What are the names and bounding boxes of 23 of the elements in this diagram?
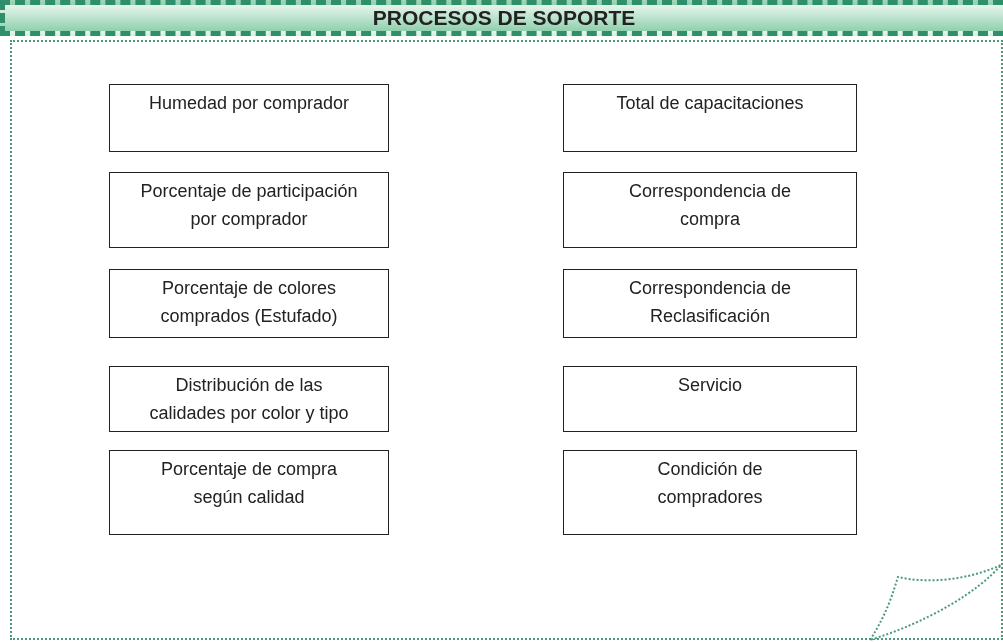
dotted-panel bbox=[10, 40, 1003, 640]
title-text: PROCESOS DE SOPORTE bbox=[372, 6, 636, 30]
box-label: Porcentaje de participación por comprador bbox=[139, 180, 359, 231]
box-label: Total de capacitaciones bbox=[615, 92, 805, 115]
process-box bbox=[109, 450, 389, 535]
box-label: Porcentaje de compra según calidad bbox=[159, 458, 339, 509]
process-box bbox=[563, 450, 857, 535]
process-box bbox=[109, 366, 389, 432]
box-label: Porcentaje de colores comprados (Estufado) bbox=[159, 277, 339, 328]
process-box bbox=[563, 366, 857, 432]
process-box bbox=[109, 269, 389, 338]
process-box bbox=[563, 84, 857, 152]
process-box bbox=[563, 172, 857, 248]
box-label: Correspondencia de compra bbox=[627, 180, 793, 231]
process-box bbox=[109, 172, 389, 248]
box-label: Humedad por comprador bbox=[147, 92, 351, 115]
box-label: Condición de compradores bbox=[656, 458, 764, 509]
box-label: Correspondencia de Reclasificación bbox=[627, 277, 793, 328]
process-box bbox=[563, 269, 857, 338]
process-box bbox=[109, 84, 389, 152]
header-band bbox=[0, 0, 1003, 36]
box-label: Servicio bbox=[677, 374, 743, 397]
box-label: Distribución de las calidades por color y tipo bbox=[148, 374, 350, 425]
